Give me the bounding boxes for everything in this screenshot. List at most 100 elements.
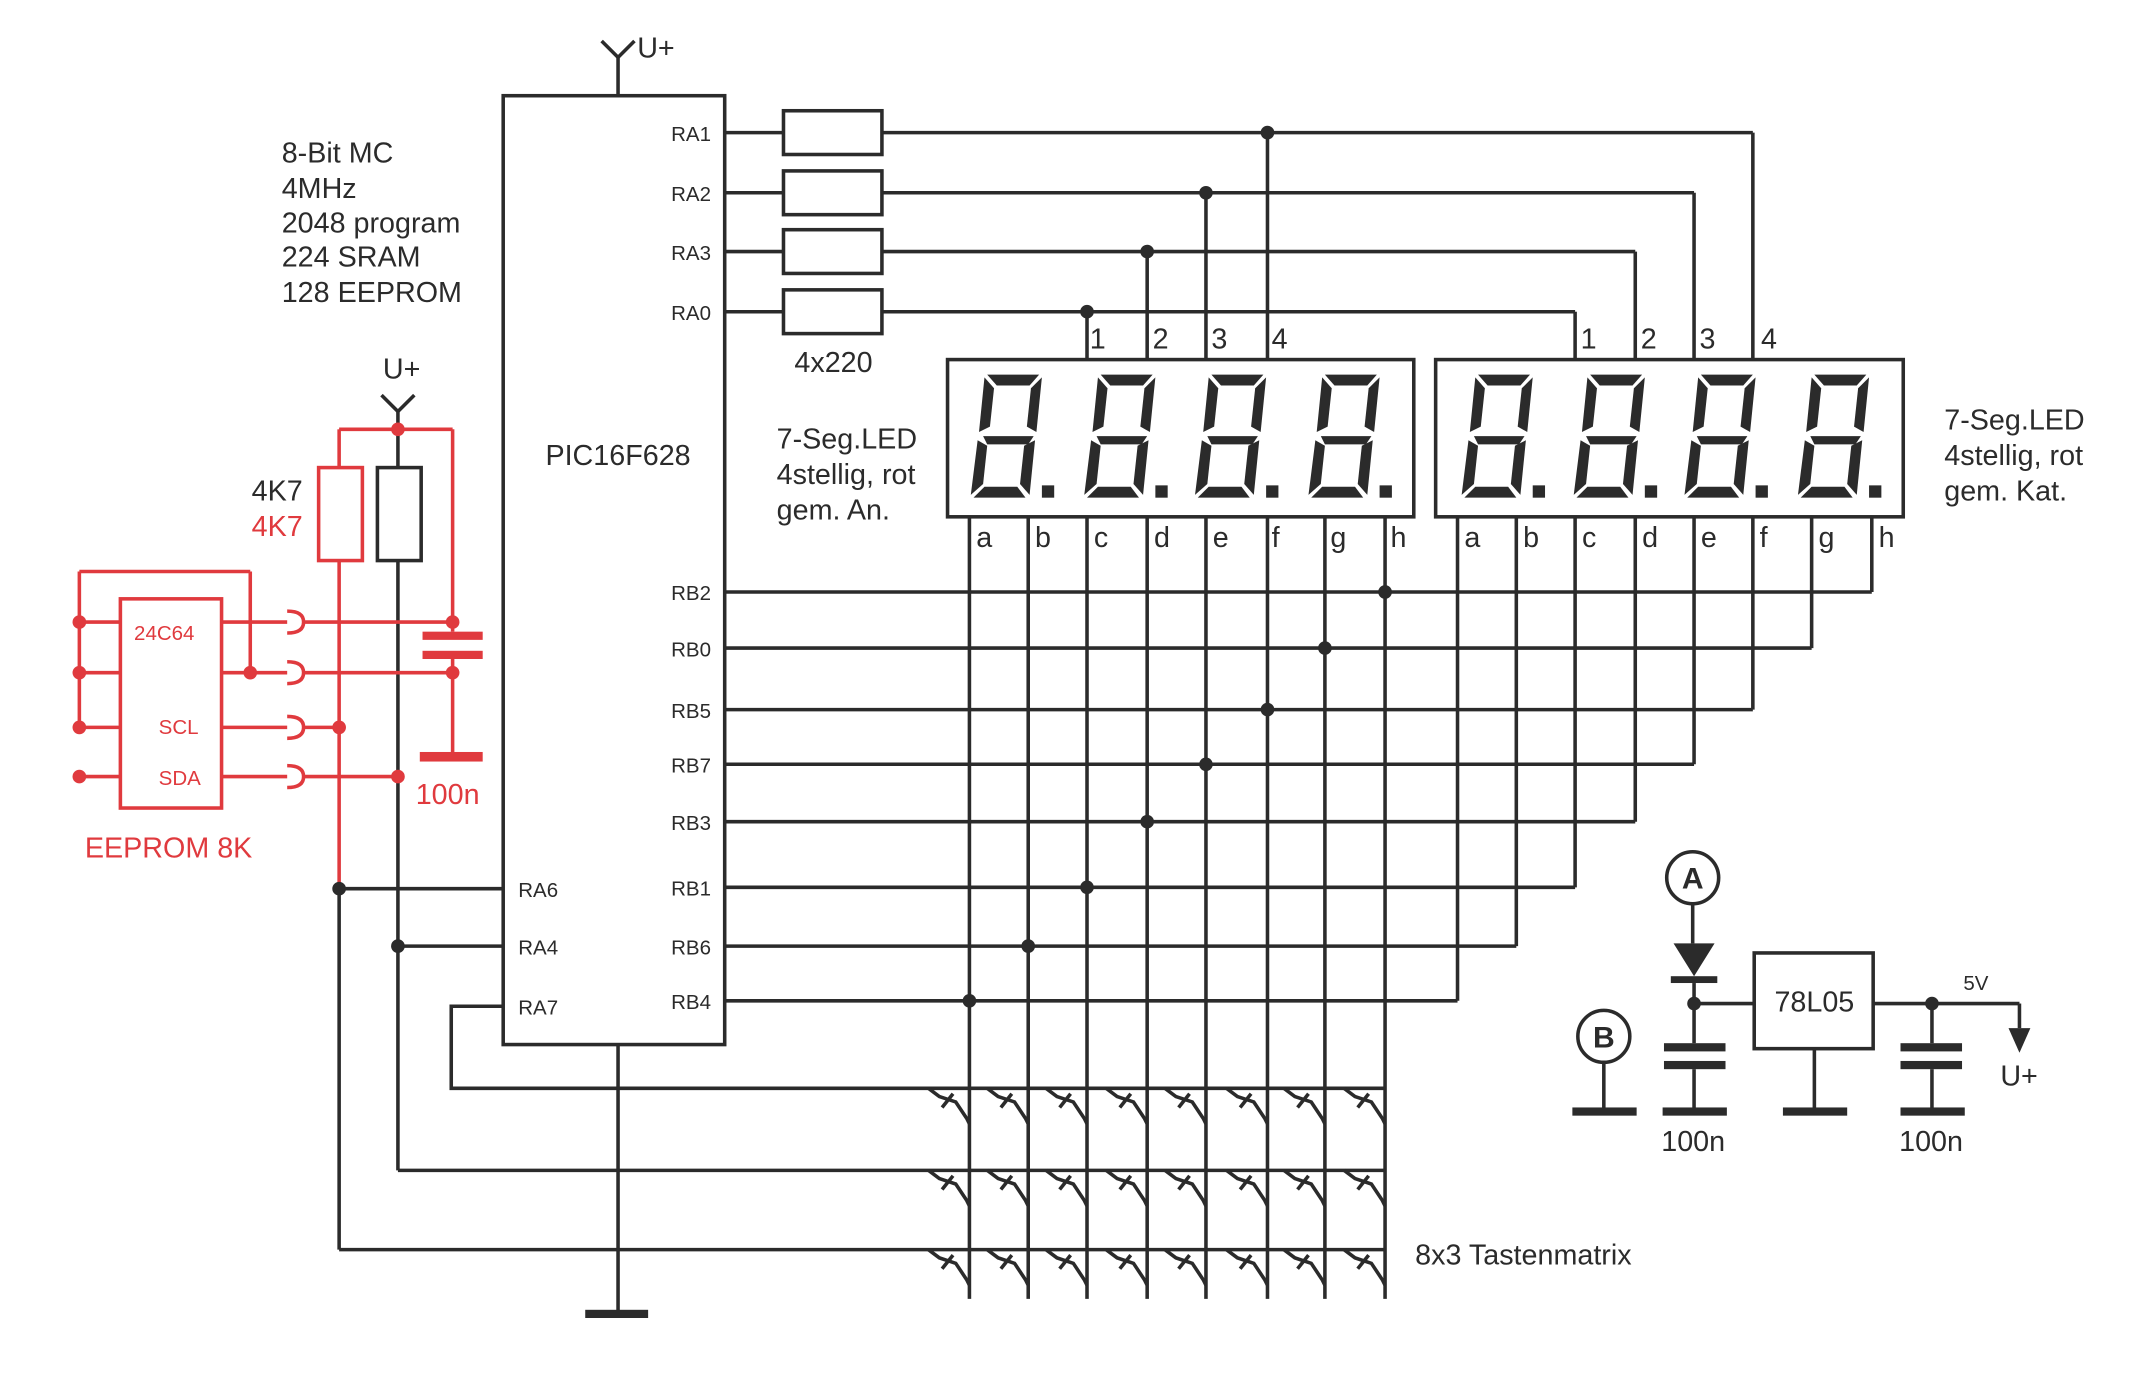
segment-icon — [973, 486, 1026, 498]
segment-icon — [1133, 440, 1149, 495]
junction-dot — [1021, 939, 1036, 953]
ground-icon — [585, 1309, 649, 1319]
terminal-b — [1576, 1008, 1632, 1065]
key-switch-icon — [1163, 1086, 1208, 1125]
key-switch-icon — [1058, 1174, 1072, 1191]
segment-icon — [1026, 377, 1042, 433]
segment-icon — [1092, 377, 1108, 433]
key-switch-icon — [999, 1174, 1014, 1191]
key-switch-icon — [1105, 1086, 1149, 1125]
regulator-label: 78L05 — [1774, 987, 1854, 1019]
resistor-ra3 — [781, 227, 884, 276]
junction-dot — [391, 939, 405, 953]
segment-icon — [1806, 377, 1822, 433]
key-switch-icon — [1342, 1168, 1387, 1207]
mcu-pin-label: RA3 — [671, 242, 711, 265]
segment-icon — [1586, 436, 1637, 445]
display-right-digits — [1461, 374, 1882, 498]
wire-layer — [337, 130, 1874, 1299]
mcu-pin-label: RB1 — [671, 878, 711, 901]
mcu-pin-label: RB0 — [671, 638, 711, 661]
supply-icon — [380, 393, 416, 415]
segment-icon — [1510, 440, 1526, 495]
ground-icon — [1782, 1107, 1848, 1116]
resistor-ra2 — [781, 169, 884, 217]
key-switch-icon — [1225, 1168, 1270, 1207]
mcu-pin-label: RA0 — [671, 302, 711, 325]
key-switch-icon — [1105, 1248, 1149, 1286]
junction-dot — [1199, 757, 1213, 772]
power-cap2-label: 100n — [1899, 1126, 1963, 1158]
key-switch-icon — [1296, 1254, 1310, 1270]
mcu-pin-label: RA6 — [518, 879, 558, 902]
decimal-point-icon — [1266, 485, 1279, 498]
key-switch-icon — [1342, 1086, 1387, 1125]
terminal-b-label: B — [1593, 1021, 1615, 1054]
segment-icon — [1197, 486, 1250, 498]
key-switch-icon — [1044, 1168, 1089, 1207]
segment-icon — [1357, 440, 1373, 495]
junction-dot — [1140, 814, 1155, 829]
segment-icon — [978, 377, 995, 433]
key-switch-icon — [999, 1254, 1014, 1270]
segment-label: c — [1582, 522, 1596, 554]
key-switch-icon — [1356, 1092, 1371, 1109]
segment-icon — [1590, 374, 1643, 386]
junction-dot — [72, 769, 87, 784]
decimal-point-icon — [1379, 485, 1392, 498]
key-switch-icon — [1163, 1168, 1208, 1207]
mcu-pin-labels: RA1RA2RA3RA0RB2RB0RB5RB7RB3RB1RB6RB4RA6R… — [518, 123, 711, 1020]
mcu: PIC16F628 U+ RA1RA2RA3RA0RB2RB0RB5RB7RB3… — [501, 32, 727, 1319]
segment-icon — [1854, 377, 1870, 433]
segment-icon — [1087, 486, 1139, 498]
segment-label: e — [1213, 522, 1229, 554]
digit-label: 1 — [1581, 324, 1597, 356]
connector-icon — [287, 714, 306, 741]
junction-dot — [1199, 185, 1213, 200]
key-switch-icon — [1118, 1254, 1133, 1270]
junction-dot — [445, 615, 460, 629]
segment-icon — [1308, 440, 1325, 495]
ground-icon — [1572, 1107, 1637, 1116]
mcu-pin-label: RB4 — [671, 991, 711, 1014]
segment-icon — [1847, 440, 1863, 495]
display-left-label: 4stellig, rot — [777, 459, 916, 491]
segment-icon — [1810, 436, 1861, 445]
spec-line: 128 EEPROM — [282, 277, 462, 309]
capacitor-plate — [1900, 1060, 1963, 1070]
segment-icon — [1629, 377, 1645, 433]
mcu-pin-label: RB2 — [671, 582, 711, 605]
pullup-resistor-red — [316, 465, 365, 563]
junction-dot — [332, 720, 346, 735]
key-switch-icon — [986, 1248, 1030, 1286]
segment-icon — [987, 374, 1040, 386]
junction-dot — [391, 769, 405, 784]
key-switch-icon — [1044, 1248, 1089, 1286]
segment-label: a — [976, 522, 992, 554]
key-switch-icon — [999, 1092, 1014, 1109]
junction-dot — [1925, 996, 1939, 1011]
segment-icon — [1581, 377, 1597, 433]
segment-icon — [1020, 440, 1036, 495]
key-switch-icon — [1342, 1248, 1387, 1286]
key-switch-icon — [1177, 1092, 1191, 1109]
resistor-ra1 — [781, 108, 884, 157]
eeprom-chip-name: 24C64 — [134, 622, 194, 645]
mcu-pin-label: RA4 — [518, 936, 558, 959]
junction-dot — [445, 665, 460, 680]
segment-icon — [1364, 377, 1380, 433]
capacitor-plate — [1663, 1043, 1726, 1052]
segment-icon — [1096, 436, 1148, 445]
segment-label: h — [1879, 522, 1895, 554]
junction-dot — [391, 422, 405, 437]
key-switch-icon — [1356, 1174, 1371, 1191]
segment-label: f — [1272, 522, 1281, 554]
capacitor-plate — [1663, 1060, 1726, 1070]
segment-label: d — [1154, 522, 1170, 554]
ground-icon — [1662, 1107, 1727, 1116]
key-switch-icon — [1296, 1092, 1310, 1109]
segment-icon — [1573, 440, 1591, 495]
pullup-resistor-black-label: 4K7 — [252, 475, 303, 507]
eeprom-pin-scl: SCL — [159, 716, 199, 739]
key-switch-icon — [1118, 1092, 1133, 1109]
